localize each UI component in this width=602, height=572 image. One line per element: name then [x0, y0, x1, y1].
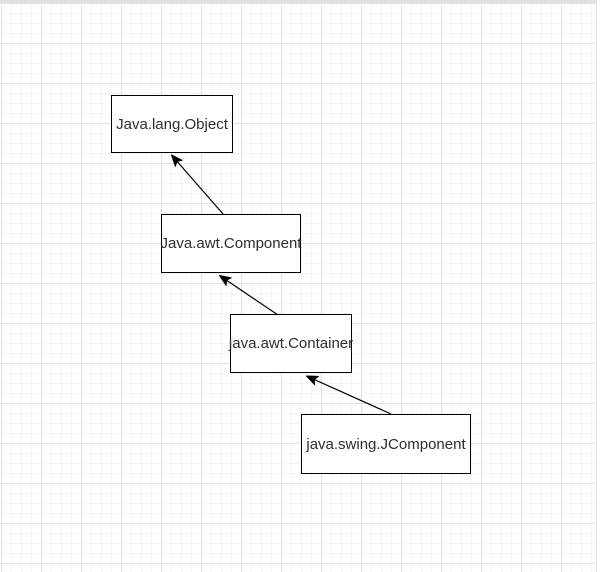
class-node-label: java.awt.Container: [228, 335, 354, 352]
edge-jcomponent-to-container[interactable]: [306, 375, 392, 415]
class-node-java-lang-object[interactable]: Java.lang.Object: [111, 95, 233, 153]
class-node-java-awt-component[interactable]: Java.awt.Component: [161, 214, 301, 273]
class-node-java-awt-container[interactable]: java.awt.Container: [228, 314, 354, 373]
class-node-label: Java.lang.Object: [116, 115, 228, 133]
class-node-java-swing-jcomponent[interactable]: java.swing.JComponent: [301, 414, 471, 474]
canvas-right-edge: [596, 0, 597, 572]
canvas-top-edge: [0, 0, 597, 3]
class-node-label: Java.awt.Component: [160, 235, 302, 252]
class-node-label: java.swing.JComponent: [306, 435, 466, 453]
edge-component-to-object[interactable]: [171, 154, 224, 215]
edge-container-to-component[interactable]: [219, 275, 279, 316]
